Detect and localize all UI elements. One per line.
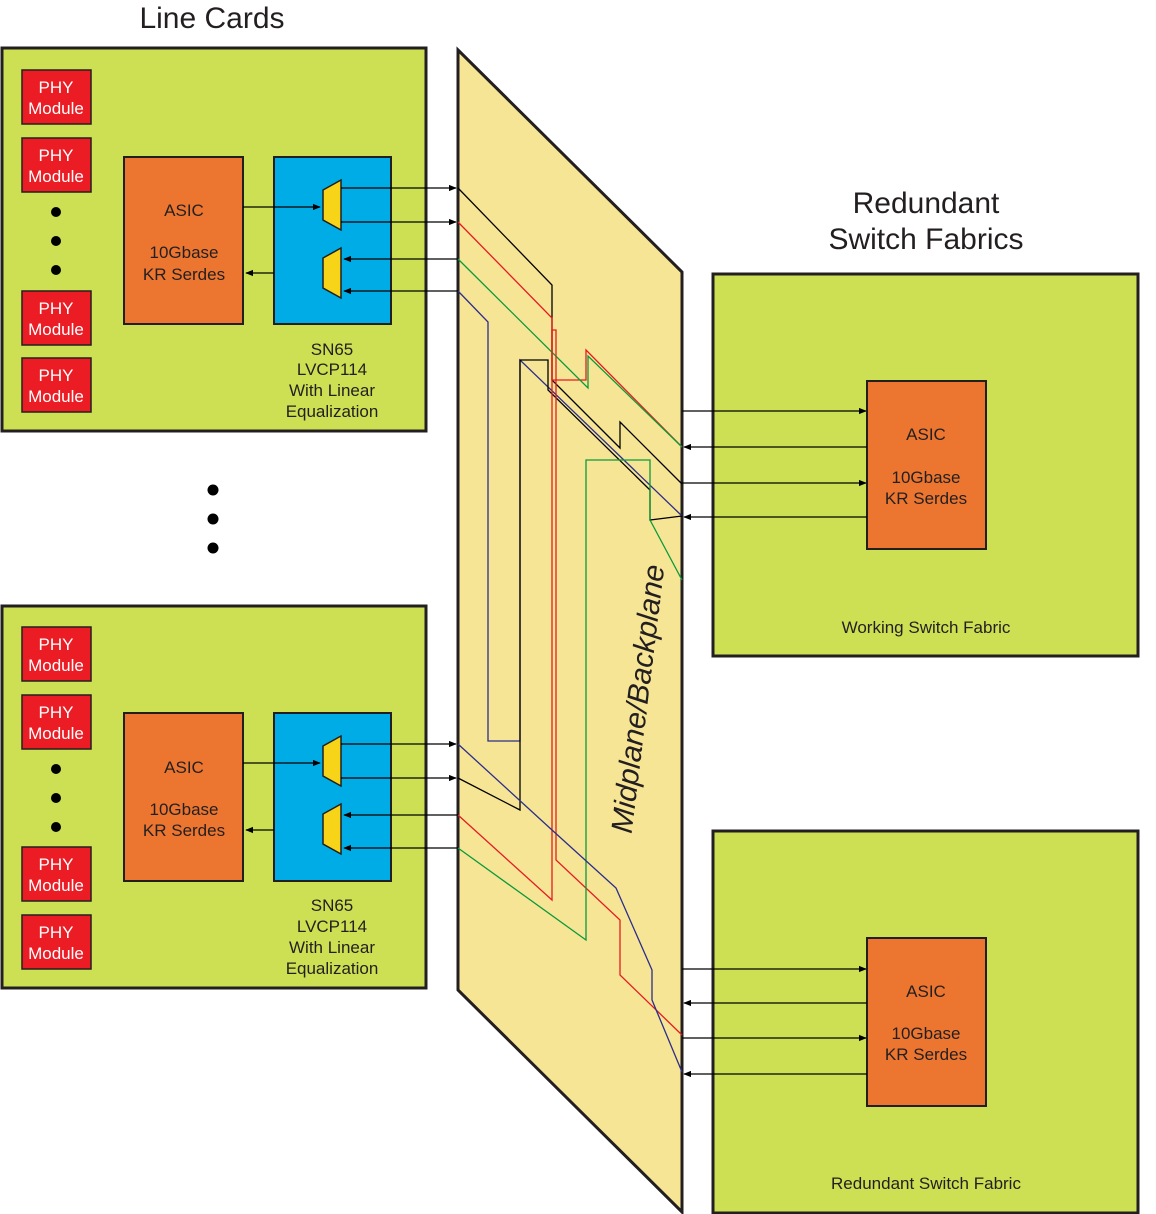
chip-label-line: With Linear [289, 381, 375, 400]
chip-label-line: SN65 [311, 896, 354, 915]
midplane-backplane [456, 46, 684, 1214]
phy-module: PHY Module [21, 846, 92, 902]
svg-text:10Gbase: 10Gbase [150, 243, 219, 262]
svg-text:PHY: PHY [39, 78, 74, 97]
svg-text:10Gbase: 10Gbase [150, 800, 219, 819]
svg-text:10Gbase: 10Gbase [892, 468, 961, 487]
svg-text:ASIC: ASIC [164, 201, 204, 220]
svg-text:ASIC: ASIC [906, 982, 946, 1001]
phy-module: PHY Module [21, 694, 92, 750]
svg-text:KR Serdes: KR Serdes [143, 265, 225, 284]
phy-module: PHY Module [21, 626, 92, 682]
equalizer-chip [273, 156, 392, 325]
svg-text:Module: Module [28, 876, 84, 895]
ellipsis-dot [51, 265, 61, 275]
chip-label-line: With Linear [289, 938, 375, 957]
svg-text:KR Serdes: KR Serdes [885, 1045, 967, 1064]
svg-text:Module: Module [28, 320, 84, 339]
phy-module: PHY Module [21, 914, 92, 970]
asic-block: ASIC 10Gbase KR Serdes [123, 156, 244, 325]
phy-module: PHY Module [21, 357, 92, 413]
svg-text:Module: Module [28, 656, 84, 675]
ellipsis-dot [207, 513, 219, 525]
working-fabric-label: Working Switch Fabric [842, 618, 1011, 637]
phy-module: PHY Module [21, 69, 92, 125]
backplane-traces-working [457, 187, 683, 742]
svg-text:ASIC: ASIC [164, 758, 204, 777]
ellipsis-dot [51, 764, 61, 774]
chip-label-line: LVCP114 [297, 360, 367, 379]
equalizer-chip [273, 712, 392, 882]
chip-label-line: SN65 [311, 340, 354, 359]
svg-text:Module: Module [28, 387, 84, 406]
phy-module: PHY Module [21, 137, 92, 193]
chip-label-line: Equalization [286, 402, 379, 421]
redundant-title-line2: Switch Fabrics [828, 223, 1023, 256]
svg-text:KR Serdes: KR Serdes [143, 821, 225, 840]
line-card-bottom: PHY Module PHY Module PHY Module PHY Mod… [0, 604, 428, 990]
phy-module: PHY Module [21, 290, 92, 346]
svg-text:PHY: PHY [39, 635, 74, 654]
chip-label-line: Equalization [286, 959, 379, 978]
equalizer-mux-icon [322, 802, 342, 856]
svg-text:Module: Module [28, 944, 84, 963]
svg-text:PHY: PHY [39, 855, 74, 874]
line-card-top: PHY Module PHY Module PHY Module PHY Mod… [0, 46, 428, 433]
working-switch-fabric: ASIC 10Gbase KR Serdes Working Switch Fa… [711, 272, 1140, 658]
line-card-signals [243, 184, 458, 852]
fabric-signals [682, 407, 867, 1078]
svg-text:Module: Module [28, 99, 84, 118]
svg-text:PHY: PHY [39, 703, 74, 722]
svg-text:KR Serdes: KR Serdes [885, 489, 967, 508]
svg-text:PHY: PHY [39, 923, 74, 942]
ellipsis-dot [51, 207, 61, 217]
fabric-asic-block: ASIC 10Gbase KR Serdes [866, 937, 987, 1107]
svg-text:10Gbase: 10Gbase [892, 1024, 961, 1043]
equalizer-mux-icon [322, 178, 342, 232]
equalizer-mux-icon [322, 734, 342, 788]
fabric-asic-block: ASIC 10Gbase KR Serdes [866, 380, 987, 550]
svg-text:PHY: PHY [39, 146, 74, 165]
svg-text:Module: Module [28, 724, 84, 743]
equalizer-mux-icon [322, 246, 342, 300]
redundant-fabric-label: Redundant Switch Fabric [831, 1174, 1021, 1193]
svg-text:PHY: PHY [39, 366, 74, 385]
redundant-switch-fabric: ASIC 10Gbase KR Serdes Redundant Switch … [711, 829, 1140, 1214]
svg-text:ASIC: ASIC [906, 425, 946, 444]
redundant-title-line1: Redundant [853, 187, 1000, 220]
svg-text:Module: Module [28, 167, 84, 186]
ellipsis-dot [207, 542, 219, 554]
ellipsis-dot [207, 484, 219, 496]
ellipsis-dot [51, 236, 61, 246]
chip-label-line: LVCP114 [297, 917, 367, 936]
backplane-traces-redundant [457, 329, 683, 1073]
ellipsis-dot [51, 793, 61, 803]
line-cards-title: Line Cards [139, 2, 284, 35]
ellipsis-dot [51, 822, 61, 832]
asic-block: ASIC 10Gbase KR Serdes [123, 712, 244, 882]
svg-text:PHY: PHY [39, 299, 74, 318]
